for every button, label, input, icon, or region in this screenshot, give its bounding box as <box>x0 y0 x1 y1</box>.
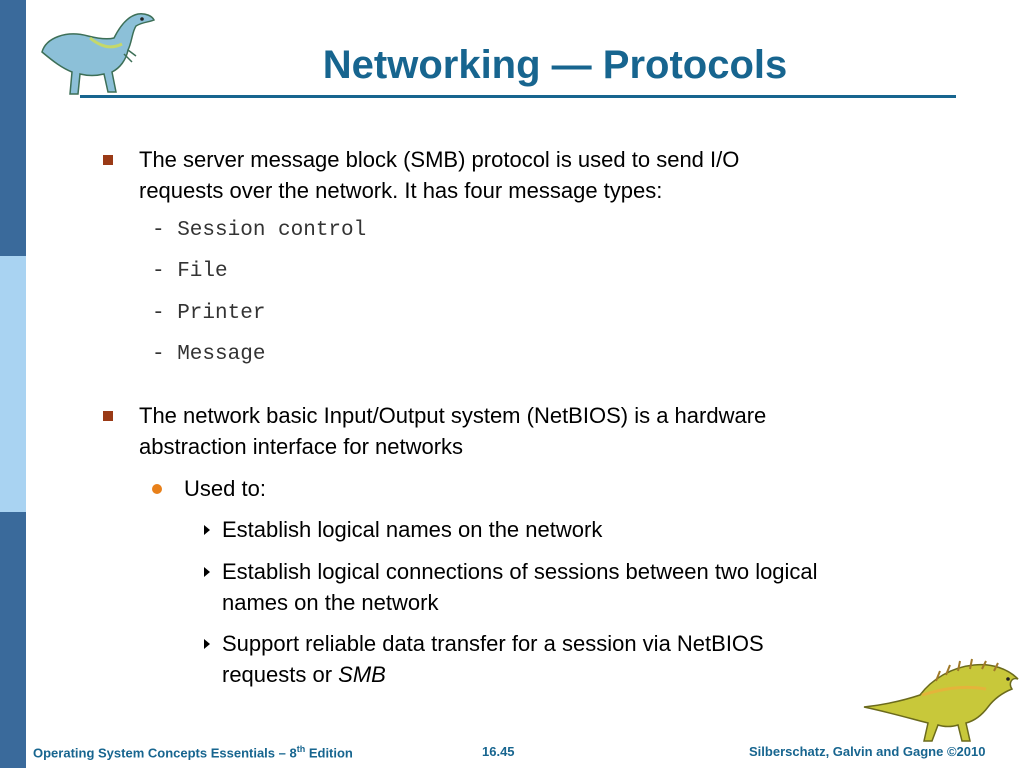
triangle-arrow-icon <box>204 639 210 649</box>
use-item-3-line-1: Support reliable data transfer for a ses… <box>222 631 764 656</box>
dot-bullet-icon <box>152 484 162 494</box>
message-type-item: - Message <box>152 343 266 366</box>
use-item-1: Establish logical names on the network <box>222 517 603 542</box>
used-to-label: Used to: <box>184 476 266 501</box>
sidebar-band-light <box>0 256 26 512</box>
footer-page-number: 16.45 <box>482 744 515 759</box>
sidebar-band-dark-top <box>0 0 26 256</box>
use-item-2-line-1: Establish logical connections of session… <box>222 559 818 584</box>
square-bullet-icon <box>103 155 113 165</box>
footer-authors: Silberschatz, Galvin and Gagne ©2010 <box>749 744 986 759</box>
slide-content: The server message block (SMB) protocol … <box>103 147 818 690</box>
square-bullet-icon <box>103 411 113 421</box>
use-item-3-prefix: requests or <box>222 662 339 687</box>
bullet-2-line-1: The network basic Input/Output system (N… <box>139 403 767 428</box>
dinosaur-logo-top <box>41 13 156 95</box>
bullet-2-line-2: abstraction interface for networks <box>139 434 464 459</box>
bullet-1-line-2: requests over the network. It has four m… <box>139 178 663 203</box>
left-sidebar <box>0 0 26 768</box>
title-underline <box>80 95 956 98</box>
triangle-arrow-icon <box>204 525 210 535</box>
message-type-item: - Printer <box>152 302 266 325</box>
message-type-item: - File <box>152 260 228 283</box>
bullet-1-line-1: The server message block (SMB) protocol … <box>139 147 740 172</box>
triangle-arrow-icon <box>204 567 210 577</box>
sidebar-band-dark-bottom <box>0 512 26 768</box>
footer-book-title: Operating System Concepts Essentials – 8… <box>33 744 353 761</box>
message-type-item: - Session control <box>152 219 367 242</box>
use-item-2-line-2: names on the network <box>222 590 439 615</box>
slide-title: Networking — Protocols <box>322 43 788 87</box>
smb-emphasis: SMB <box>338 662 386 687</box>
use-item-3-line-2: requests or SMB <box>222 659 386 690</box>
dinosaur-logo-bottom <box>863 658 1019 742</box>
